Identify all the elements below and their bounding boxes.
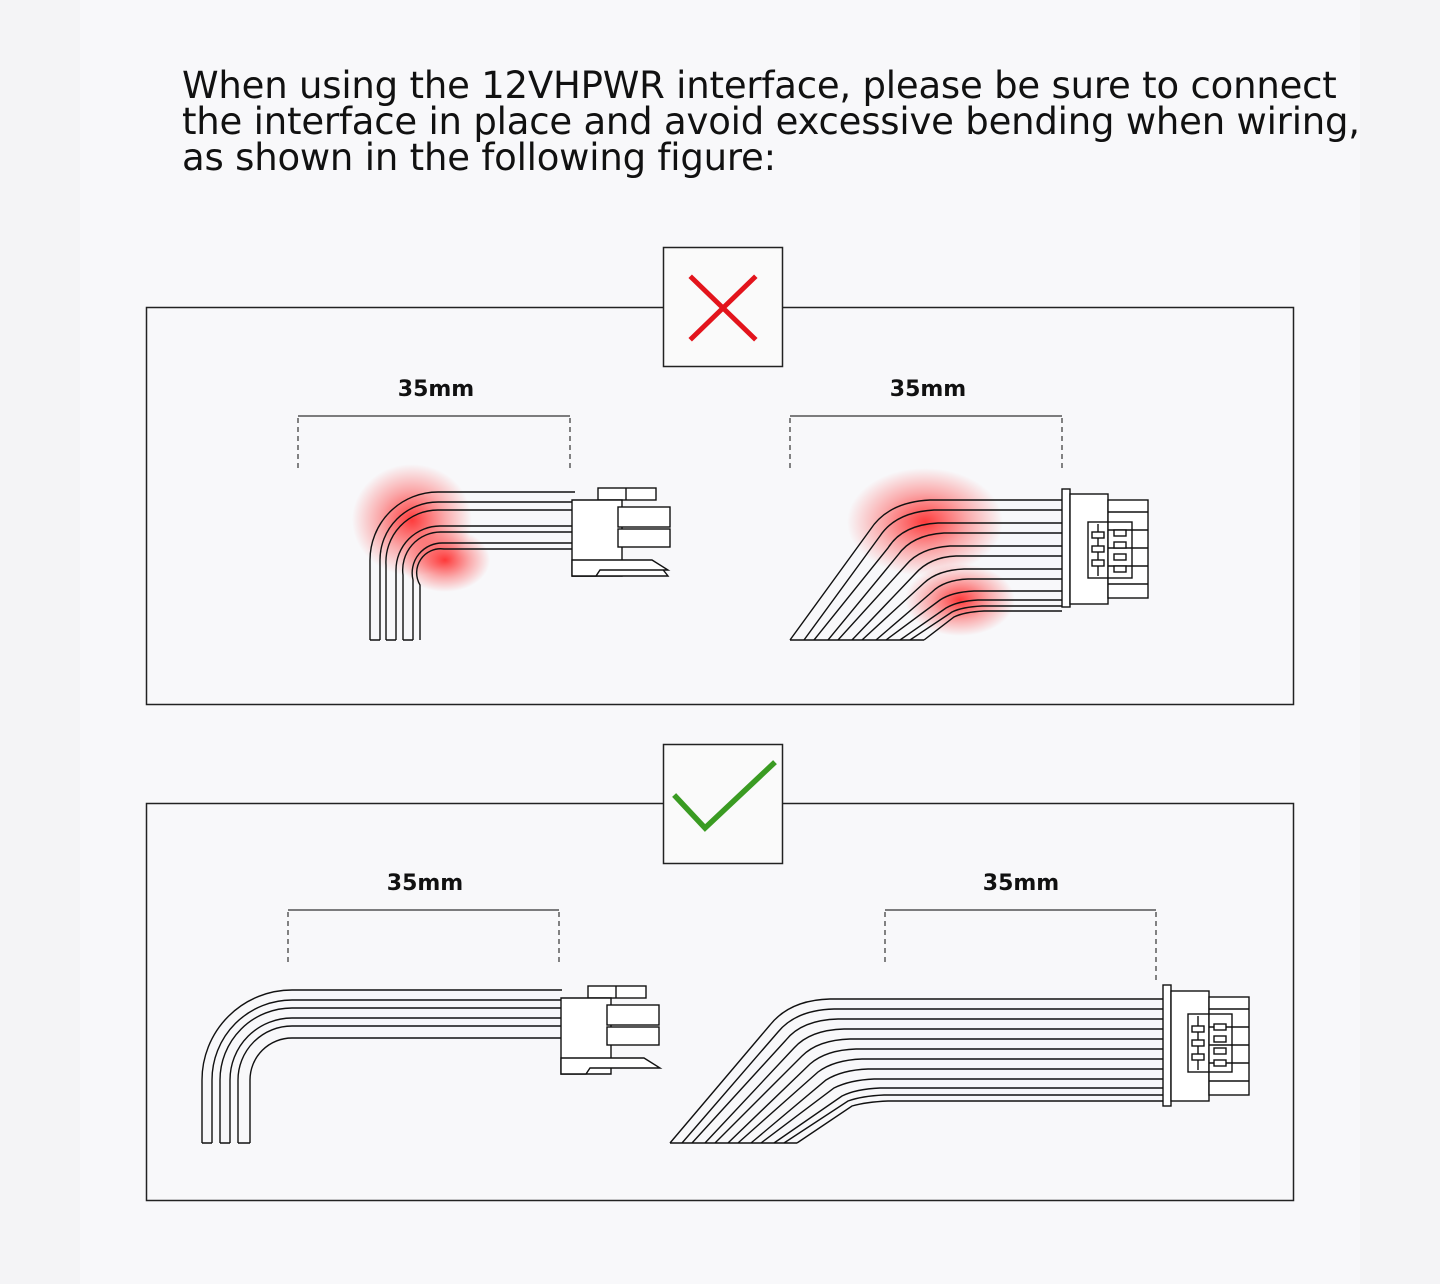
wrong-left-connector	[571, 487, 671, 577]
correct-left-wires	[201, 989, 562, 1144]
correct-right-dimension-label: 35mm	[983, 871, 1059, 896]
instruction-line-2: the interface in place and avoid excessi…	[182, 100, 1360, 143]
correct-left-connector	[560, 985, 663, 1075]
wrong-left-dimension-line	[297, 415, 571, 472]
wrong-panel: 35mm	[145, 246, 1295, 706]
instruction-line-1: When using the 12VHPWR interface, please…	[182, 64, 1337, 107]
wrong-right-dimension-label: 35mm	[890, 377, 966, 402]
correct-left-dimension-line	[287, 909, 560, 966]
red-x-icon	[662, 246, 784, 368]
correct-panel: 35mm	[145, 743, 1295, 1202]
wrong-left-dimension-label: 35mm	[398, 377, 474, 402]
wrong-right-bend-hotspot	[847, 468, 1015, 636]
correct-left-cable: 35mm	[201, 871, 663, 1144]
correct-right-cable: 35mm	[669, 871, 1250, 1144]
instruction-text: When using the 12VHPWR interface, please…	[182, 64, 1360, 179]
wrong-left-cable: 35mm	[297, 377, 671, 641]
wrong-right-wires	[789, 499, 1062, 641]
correct-right-connector	[1162, 984, 1250, 1107]
wrong-left-wires	[369, 491, 575, 641]
correct-left-dimension-label: 35mm	[387, 871, 463, 896]
correct-right-dimension-line	[884, 909, 1157, 980]
wrong-right-dimension-line	[789, 415, 1063, 472]
green-check-icon	[662, 743, 784, 865]
instruction-line-3: as shown in the following figure:	[182, 136, 776, 179]
correct-right-wires	[669, 998, 1163, 1144]
wrong-right-connector	[1061, 488, 1149, 608]
correct-panel-frame	[145, 802, 1295, 1202]
wrong-right-cable: 35mm	[789, 377, 1149, 641]
